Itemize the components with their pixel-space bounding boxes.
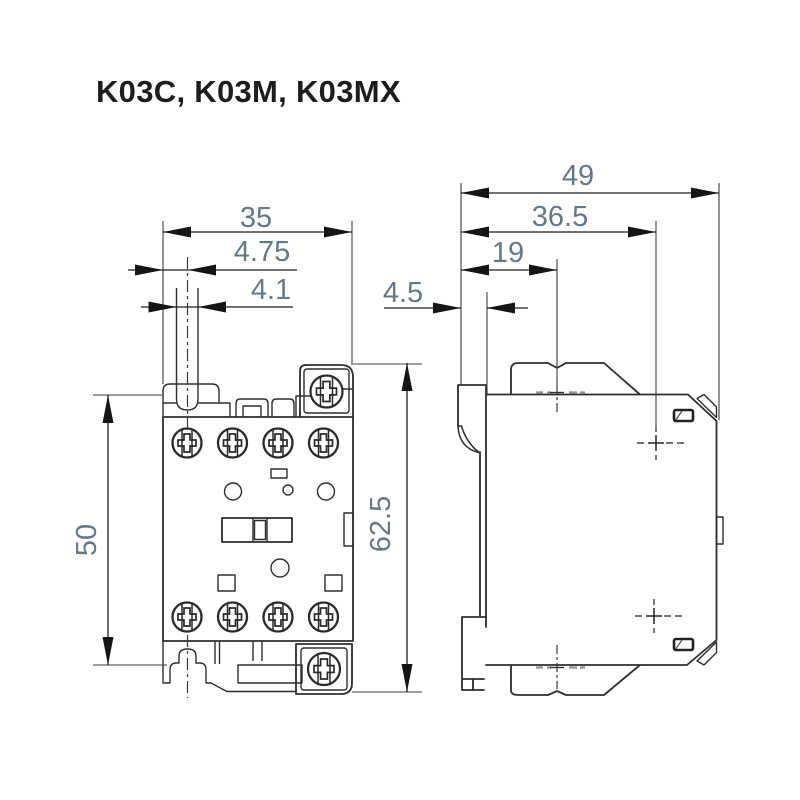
- indicator-window: [270, 468, 288, 479]
- front-bottom-plate: [237, 664, 303, 684]
- dim-rail-lip-4-5: 4.5: [383, 277, 528, 314]
- dim-label-width: 35: [240, 202, 272, 234]
- dim-mounting-pitch-50: 50: [71, 395, 114, 665]
- front-view: [162, 257, 354, 698]
- side-slot-hole-bottom: [672, 637, 695, 652]
- front-terminal-screws-bottom: [171, 601, 340, 633]
- front-panel-details: [217, 468, 343, 592]
- slider-switch-divider: [252, 518, 268, 542]
- dim-overall-height-62-5: 62.5: [365, 363, 413, 692]
- slot-hole-detail: [675, 410, 683, 649]
- front-dimensions: 35 4.75 4.1 50: [71, 202, 422, 693]
- terminal-screw-icon: [171, 427, 203, 459]
- front-outline: [162, 288, 354, 695]
- terminal-screw-icon: [171, 601, 203, 633]
- dim-width-35: 35: [163, 202, 352, 238]
- front-right-edge-notch: [343, 512, 354, 547]
- din-rail-claw: [457, 425, 480, 454]
- side-extension-lines: [460, 183, 720, 428]
- dim-label-slot-width: 4.1: [251, 274, 291, 306]
- mount-screw-icon-top: [309, 374, 344, 409]
- panel-square-hole: [324, 574, 343, 592]
- side-dimensions: 49 36.5 19 4.5: [383, 160, 720, 428]
- front-top-tab-and-bumps: [162, 383, 352, 417]
- dim-label-slot-offset: 4.75: [234, 236, 290, 268]
- dim-hole-offset-36-5: 36.5: [461, 201, 656, 238]
- mounting-hole-crosshair-top: [636, 425, 685, 461]
- side-edge-lug: [715, 516, 724, 545]
- side-view: [457, 362, 724, 696]
- side-slot-hole-top: [672, 408, 695, 423]
- dim-label-rail-lip: 4.5: [383, 277, 423, 309]
- terminal-screw-icon: [307, 601, 340, 633]
- mount-screw-icon-bottom: [306, 651, 342, 687]
- panel-hole-small: [282, 484, 294, 496]
- front-mount-block-bottom-inner: [300, 647, 348, 691]
- front-mount-block-top: [299, 364, 354, 418]
- terminal-screw-icon: [216, 427, 249, 459]
- panel-hole: [223, 482, 243, 501]
- dim-label-overall-depth: 49: [562, 160, 594, 192]
- slider-switch: [221, 517, 293, 543]
- panel-hole: [316, 482, 336, 501]
- page-title: K03C, K03M, K03MX: [96, 74, 401, 109]
- dim-overall-depth-49: 49: [461, 160, 719, 199]
- panel-square-hole: [217, 574, 236, 592]
- front-mount-block-top-inner: [303, 368, 350, 414]
- dim-label-hole-offset: 36.5: [532, 201, 588, 233]
- terminal-screw-icon: [307, 427, 340, 459]
- dim-label-mounting-pitch: 50: [71, 524, 103, 556]
- corner-clip-top: [696, 393, 718, 419]
- terminal-screw-icon: [216, 601, 249, 633]
- mounting-hole-crosshair-bottom: [634, 598, 683, 634]
- front-bottom-foot-keyhole: [162, 641, 296, 693]
- front-mounting-slot: [175, 288, 199, 411]
- corner-clip-bottom: [696, 641, 718, 666]
- front-extension-lines: [93, 221, 422, 693]
- panel-hole: [270, 558, 290, 578]
- slider-knob: [253, 519, 267, 541]
- dim-slot-width-4-1: 4.1: [141, 274, 293, 313]
- dim-upper-depth-19: 19: [461, 237, 557, 276]
- dim-label-upper-depth: 19: [492, 237, 524, 269]
- dim-label-overall-height: 62.5: [365, 496, 397, 552]
- terminal-screw-icon: [262, 427, 294, 459]
- front-mount-block-bottom: [295, 643, 353, 695]
- terminal-screw-icon: [262, 601, 294, 633]
- dim-slot-offset-4-75: 4.75: [128, 236, 297, 276]
- front-terminal-screws-top: [171, 427, 340, 459]
